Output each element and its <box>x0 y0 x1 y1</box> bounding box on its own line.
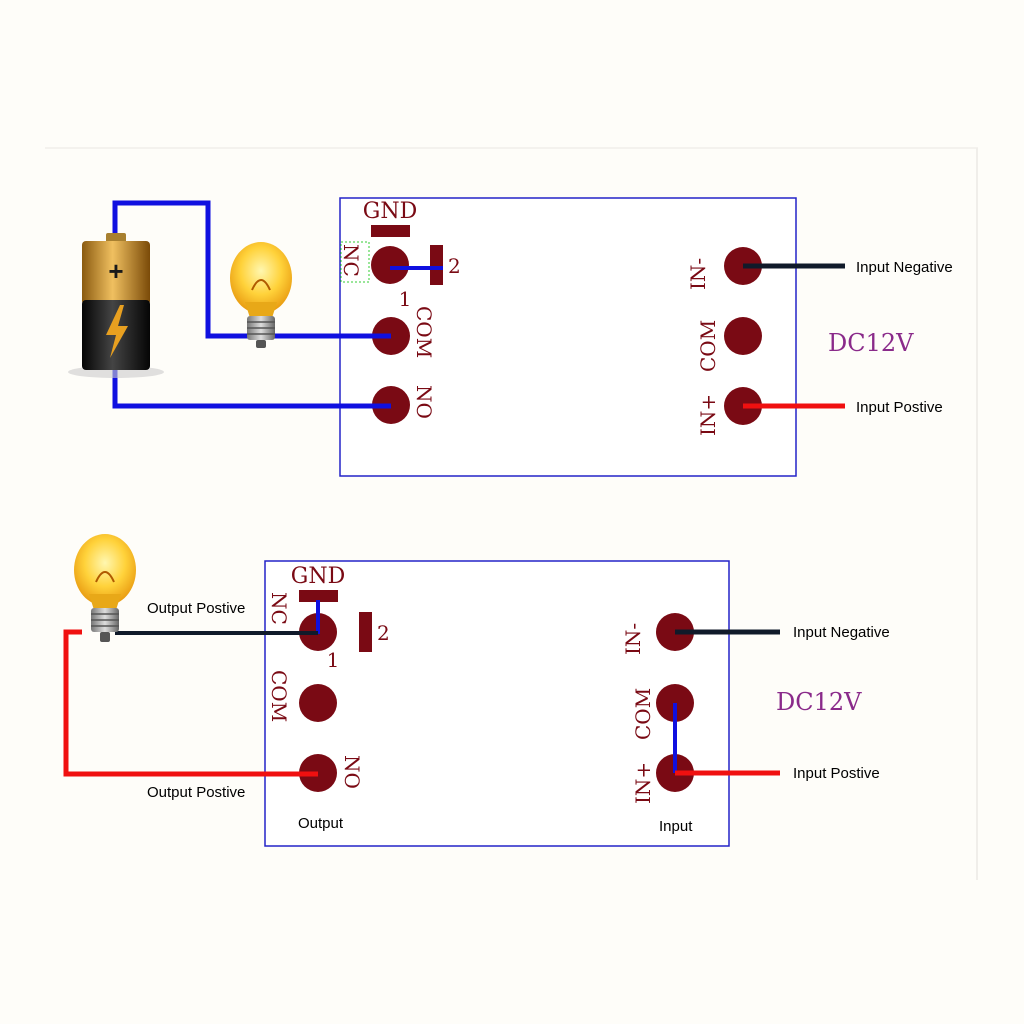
in-neg-label: IN- <box>686 258 710 290</box>
pin-2-pad <box>359 612 372 652</box>
pin-1-label: 1 <box>327 648 340 672</box>
com-label: COM <box>412 306 436 358</box>
no-label: NO <box>412 385 436 419</box>
pin-1-label: 1 <box>399 287 412 311</box>
diagram-bottom: GND NC 1 2 COM NO IN- COM IN+ DC12V Outp… <box>63 534 890 847</box>
output-positive-wire-bottom <box>63 629 318 777</box>
nc-label: NC <box>267 592 291 625</box>
dc12v-label: DC12V <box>828 329 914 357</box>
no-label: NO <box>340 755 364 789</box>
light-bulb-icon <box>230 242 292 348</box>
in-com-label: COM <box>696 320 720 372</box>
input-caption: Input <box>659 818 693 835</box>
svg-text:+: + <box>108 256 123 286</box>
in-pos-label: IN+ <box>631 762 655 804</box>
battery-to-no-wire <box>112 370 391 409</box>
output-positive-label-bottom: Output Postive <box>147 784 245 801</box>
nc-label: NC <box>339 244 363 277</box>
in-pos-label: IN+ <box>696 394 720 436</box>
gnd-pad <box>299 590 338 602</box>
in-neg-label: IN- <box>621 623 645 655</box>
relay-board-bottom <box>264 560 730 847</box>
input-positive-label: Input Postive <box>856 399 943 416</box>
gnd-pad <box>371 225 410 237</box>
diagram-top: GND NC 1 2 COM NO IN- COM IN+ DC12V Inpu… <box>68 197 953 477</box>
pin-2-pad <box>430 245 443 285</box>
input-positive-label: Input Postive <box>793 765 880 782</box>
output-caption: Output <box>298 815 344 832</box>
input-negative-label: Input Negative <box>793 624 890 641</box>
pin-2-label: 2 <box>448 254 461 278</box>
dc12v-label: DC12V <box>776 688 862 716</box>
nc-terminal <box>371 246 409 284</box>
in-com-label: COM <box>631 688 655 740</box>
com-label: COM <box>267 670 291 722</box>
nc-highlight <box>340 241 370 283</box>
battery-icon: + <box>68 233 164 378</box>
in-com-terminal <box>724 317 762 355</box>
com-terminal <box>299 684 337 722</box>
pin-2-label: 2 <box>377 621 390 645</box>
light-bulb-icon <box>74 534 136 642</box>
output-positive-label-top: Output Postive <box>147 600 245 617</box>
input-negative-label: Input Negative <box>856 259 953 276</box>
gnd-label: GND <box>363 199 417 224</box>
gnd-label: GND <box>291 564 345 589</box>
